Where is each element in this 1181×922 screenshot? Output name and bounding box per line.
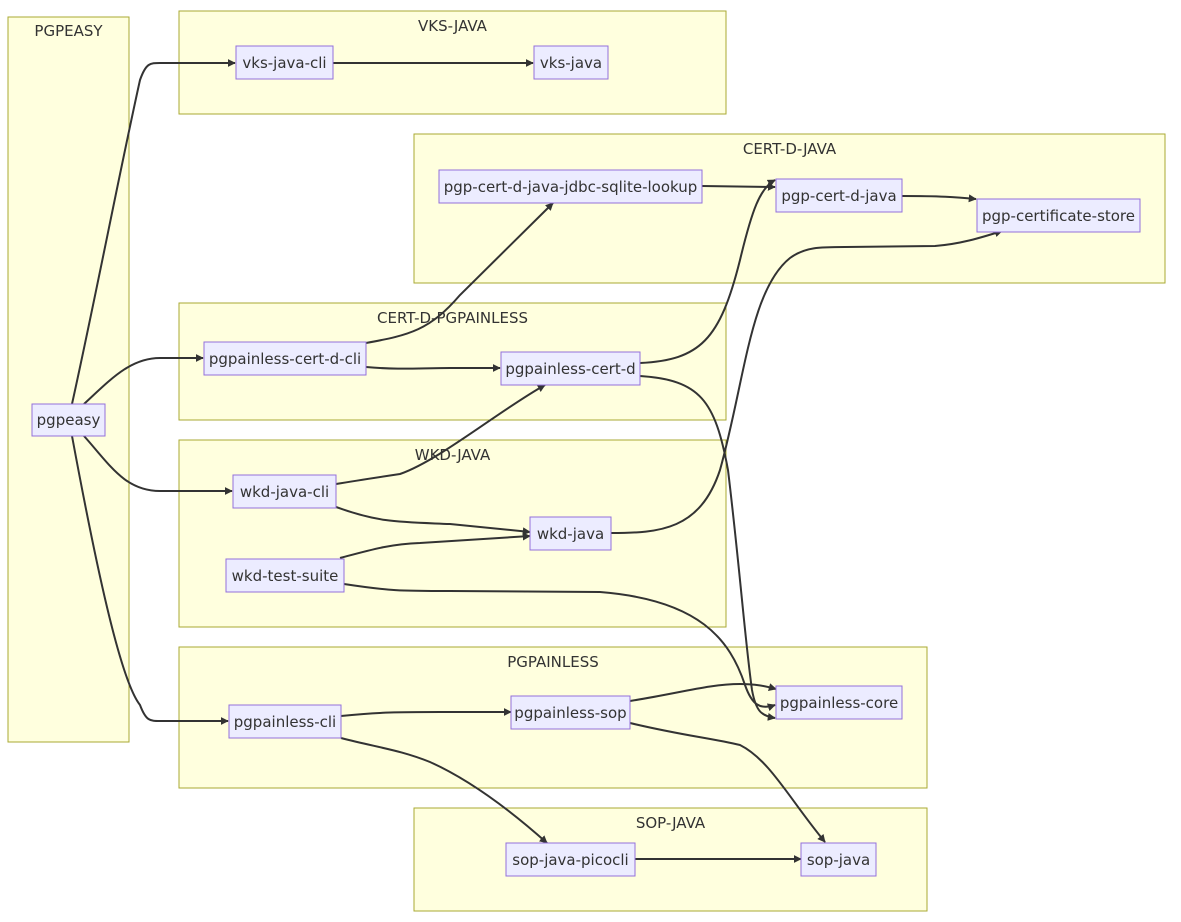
node-label: wkd-java-cli [240, 483, 329, 501]
edge-pgpainless-cert-d-cli-to-sqlite-lookup [365, 202, 554, 344]
node-vks-java-cli[interactable]: vks-java-cli [235, 45, 334, 80]
node-pgpeasy[interactable]: pgpeasy [31, 403, 106, 437]
node-label: pgpainless-cli [234, 713, 336, 731]
node-pgpainless-cli[interactable]: pgpainless-cli [228, 704, 342, 739]
edge-pgpainless-cert-d-to-pgp-cert-d-java [639, 179, 776, 364]
node-pgp-cert-d-java-jdbc-sqlite-lookup[interactable]: pgp-cert-d-java-jdbc-sqlite-lookup [438, 169, 703, 204]
cluster-label: PGPAINLESS [507, 653, 599, 671]
cluster-label: CERT-D-PGPAINLESS [377, 309, 528, 327]
node-label: pgpainless-cert-d [505, 360, 635, 378]
cluster-label: CERT-D-JAVA [743, 140, 837, 158]
node-label: pgp-certificate-store [982, 207, 1135, 225]
node-wkd-test-suite[interactable]: wkd-test-suite [225, 558, 345, 593]
edge-pgpainless-sop-to-sop-java [629, 722, 826, 843]
edge-pgpeasy-to-pgpainless-cert-d-cli [83, 354, 204, 405]
node-vks-java[interactable]: vks-java [533, 45, 609, 80]
node-sop-java[interactable]: sop-java [800, 842, 877, 877]
edge-pgpainless-sop-to-pgpainless-core [629, 682, 777, 702]
edge-wkd-test-suite-to-pgpainless-core [343, 583, 776, 712]
node-label: pgpeasy [37, 411, 101, 429]
node-pgpainless-sop[interactable]: pgpainless-sop [510, 695, 631, 730]
node-pgpainless-core[interactable]: pgpainless-core [775, 685, 903, 720]
node-label: pgpainless-cert-d-cli [209, 350, 361, 368]
cluster-label: SOP-JAVA [636, 814, 706, 832]
node-label: pgpainless-core [780, 694, 898, 712]
edge-pgp-cert-d-java-to-pgp-certificate-store [901, 194, 977, 203]
node-wkd-java-cli[interactable]: wkd-java-cli [232, 474, 337, 509]
edge-pgpeasy-to-vks-java-cli [71, 59, 236, 405]
node-label: pgp-cert-d-java [781, 187, 896, 205]
edge-wkd-java-to-pgp-certificate-store [610, 229, 1003, 534]
node-label: sop-java-picocli [512, 851, 628, 869]
node-label: sop-java [807, 851, 870, 869]
edge-pgpeasy-to-wkd-java-cli [83, 435, 233, 495]
node-pgp-cert-d-java[interactable]: pgp-cert-d-java [775, 178, 903, 213]
node-label: wkd-java [537, 525, 604, 543]
edge-wkd-java-cli-to-wkd-java [335, 506, 531, 536]
node-sop-java-picocli[interactable]: sop-java-picocli [505, 842, 636, 877]
edge-pgpainless-cli-to-pgpainless-sop [340, 708, 512, 717]
node-label: wkd-test-suite [232, 567, 339, 585]
node-pgp-certificate-store[interactable]: pgp-certificate-store [976, 198, 1141, 233]
node-label: pgpainless-sop [514, 704, 626, 722]
edge-wkd-test-suite-to-wkd-java [339, 532, 531, 559]
cluster-label: PGPEASY [34, 22, 103, 40]
edge-pgpeasy-to-pgpainless-cli [71, 435, 229, 725]
cluster-label: WKD-JAVA [415, 446, 491, 464]
node-label: vks-java [540, 54, 602, 72]
edge-wkd-java-cli-to-pgpainless-cert-d [335, 384, 546, 485]
edge-pgpainless-cert-d-cli-to-pgpainless-cert-d [365, 364, 501, 372]
node-pgpainless-cert-d[interactable]: pgpainless-cert-d [500, 351, 641, 386]
edge-sqlite-lookup-to-pgp-cert-d-java [701, 182, 776, 191]
node-label: vks-java-cli [242, 54, 326, 72]
edge-pgpainless-cli-to-sop-java-picocli [340, 737, 548, 844]
node-wkd-java[interactable]: wkd-java [529, 516, 612, 551]
node-pgpainless-cert-d-cli[interactable]: pgpainless-cert-d-cli [203, 341, 367, 376]
cluster-label: VKS-JAVA [418, 17, 488, 35]
node-label: pgp-cert-d-java-jdbc-sqlite-lookup [444, 178, 698, 196]
cluster-pgpeasy: PGPEASY [7, 16, 130, 743]
